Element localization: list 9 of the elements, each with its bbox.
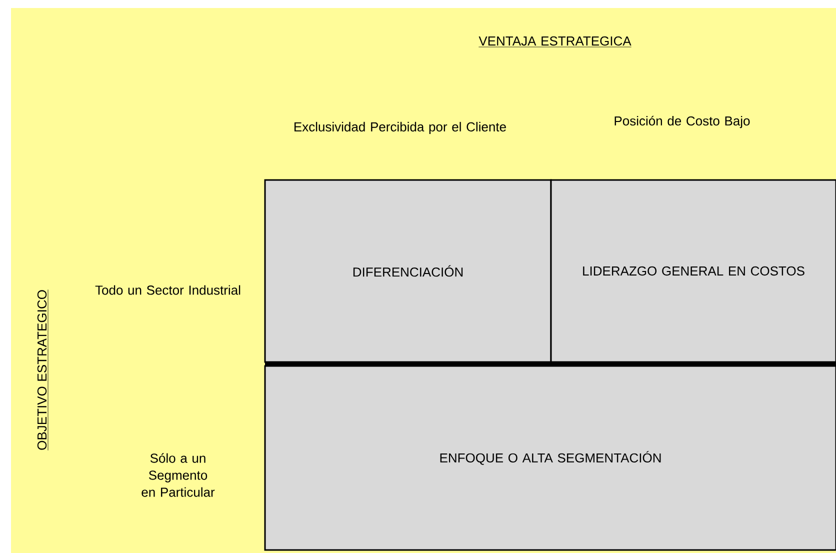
header-label: Todo un Sector Industrial <box>95 285 240 295</box>
axis-title: OBJETIVO ESTRATEGICO <box>37 289 48 451</box>
header-label: Exclusividad Percibida por el Cliente <box>294 122 506 134</box>
matrix-cell: ENFOQUE O ALTA SEGMENTACIÓN <box>264 365 836 551</box>
matrix-cell: DIFERENCIACIÓN <box>264 179 552 363</box>
axis-title: VENTAJA ESTRATEGICA <box>478 36 632 48</box>
matrix-cell: LIDERAZGO GENERAL EN COSTOS <box>550 179 836 363</box>
header-label: Sólo a un Segmento en Particular <box>142 453 215 497</box>
header-label: Posición de Costo Bajo <box>614 116 750 128</box>
